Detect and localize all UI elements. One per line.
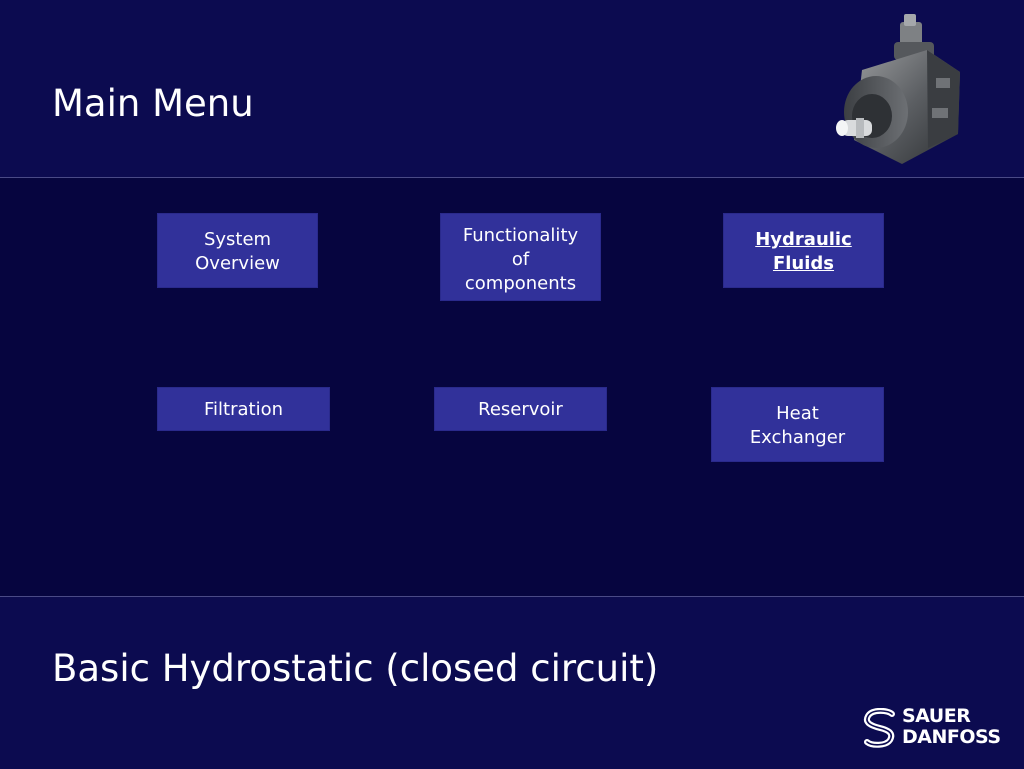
heat-exchanger-button[interactable]: Heat Exchanger	[711, 387, 884, 462]
functionality-label-line3: components	[464, 273, 577, 294]
hydraulic-fluids-label-line1: Hydraulic	[755, 229, 852, 250]
heat-exchanger-label-line1: Heat	[776, 403, 819, 424]
system-overview-button[interactable]: System Overview	[157, 213, 318, 288]
footer-title: Basic Hydrostatic (closed circuit)	[52, 647, 659, 690]
functionality-label-line2: of	[511, 249, 530, 270]
hydraulic-motor-icon	[836, 14, 960, 164]
reservoir-label: Reservoir	[478, 399, 563, 420]
filtration-label: Filtration	[203, 399, 283, 420]
logo-line2: DANFOSS	[902, 726, 1001, 748]
page-title: Main Menu	[52, 82, 254, 125]
filtration-button[interactable]: Filtration	[157, 387, 330, 431]
logo-wordmark: SAUER DANFOSS	[902, 706, 1001, 748]
system-overview-label-line2: Overview	[195, 253, 280, 274]
hydraulic-fluids-label-line2: Fluids	[772, 253, 835, 274]
system-overview-label-line1: System	[203, 229, 272, 250]
logo-line1: SAUER	[902, 705, 971, 727]
reservoir-button[interactable]: Reservoir	[434, 387, 607, 431]
hydraulic-fluids-button[interactable]: Hydraulic Fluids	[723, 213, 884, 288]
sauer-danfoss-mark-icon	[864, 708, 895, 748]
heat-exchanger-label-line2: Exchanger	[749, 427, 846, 448]
footer-band	[0, 596, 1024, 769]
sauer-danfoss-logo: SAUER DANFOSS	[862, 706, 1010, 752]
functionality-of-components-button[interactable]: Functionality of components	[440, 213, 601, 301]
functionality-label-line1: Functionality	[462, 225, 579, 246]
